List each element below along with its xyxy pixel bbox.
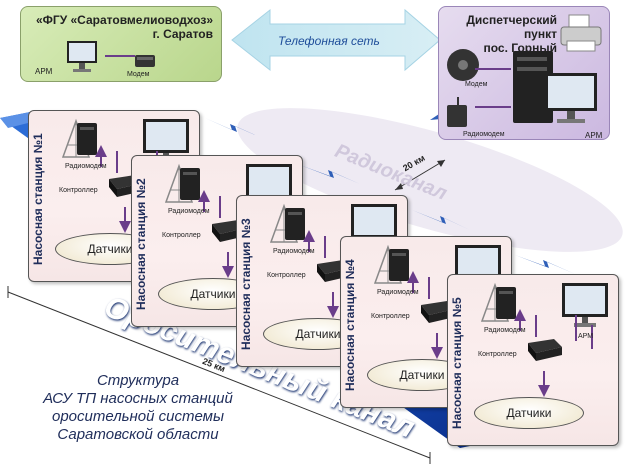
controller-label: Контроллер xyxy=(267,272,306,279)
diagram-caption: Структура АСУ ТП насосных станций оросит… xyxy=(18,372,258,444)
station-label: Насосная станция №3 xyxy=(239,218,253,350)
radiomodem-icon xyxy=(447,97,467,127)
radiomodem-label: Радиомодем xyxy=(484,327,526,334)
caption-line3: оросительной системы xyxy=(52,408,224,425)
radiomodem-label: Радиомодем xyxy=(65,163,107,170)
caption-line4: Саратовской области xyxy=(57,426,219,443)
radio-channel-area xyxy=(237,108,623,252)
saratov-office-box: «ФГУ «Саратовмелиоводхоз» г. Саратов АРМ… xyxy=(20,6,222,82)
station-label: Насосная станция №1 xyxy=(31,133,45,265)
caption-line2: АСУ ТП насосных станций xyxy=(43,390,233,407)
radiomodem-icon xyxy=(77,123,97,155)
arm-label: АРМ xyxy=(578,333,594,340)
connection-line xyxy=(105,55,135,57)
sensors-ellipse: Датчики xyxy=(474,397,584,429)
pump-station-card: Насосная станция №4РадиомодемКонтроллерА… xyxy=(340,236,512,408)
monitor-icon xyxy=(455,245,501,289)
radiomodem-icon xyxy=(180,168,200,200)
caption-line1: Структура xyxy=(96,372,180,389)
radiomodem-label: Радиомодем xyxy=(377,289,419,296)
radiomodem-icon xyxy=(496,287,516,319)
modem-icon xyxy=(135,55,155,67)
dispatch-radiomodem-label: Радиомодем xyxy=(463,131,505,138)
saratov-title-line2: г. Саратов xyxy=(152,27,213,41)
modem-icon xyxy=(447,49,479,81)
server-icon xyxy=(513,51,553,123)
monitor-icon xyxy=(562,283,608,327)
connection-arrows xyxy=(514,309,593,397)
radiomodem-label: Радиомодем xyxy=(168,208,210,215)
arm-label: АРМ xyxy=(35,67,53,76)
controller-icon xyxy=(528,339,562,361)
dispatch-arm-label: АРМ xyxy=(585,131,603,140)
monitor-icon xyxy=(67,41,97,72)
station-label: Насосная станция №2 xyxy=(134,178,148,310)
dispatch-modem-label: Модем xyxy=(465,81,488,88)
telephone-network-label: Телефонная сеть xyxy=(278,34,380,48)
radiomodem-label: Радиомодем xyxy=(273,248,315,255)
monitor-icon xyxy=(143,119,189,163)
monitor-icon xyxy=(545,73,597,123)
saratov-title-line1: «ФГУ «Саратовмелиоводхоз» xyxy=(35,13,213,27)
modem-label: Модем xyxy=(127,71,150,78)
pump-station-card: Насосная станция №2РадиомодемКонтроллерА… xyxy=(131,155,303,327)
saratov-office-title: «ФГУ «Саратовмелиоводхоз» г. Саратов xyxy=(36,13,213,41)
controller-label: Контроллер xyxy=(478,351,517,358)
station-label: Насосная станция №4 xyxy=(343,259,357,391)
printer-icon xyxy=(560,14,602,52)
radiomodem-icon xyxy=(389,249,409,281)
dispatch-center-box: Диспетчерский пункт пос. Горный Модем Ра… xyxy=(438,6,610,140)
connection-lines xyxy=(475,68,511,108)
controller-label: Контроллер xyxy=(162,232,201,239)
controller-label: Контроллер xyxy=(59,187,98,194)
station-label: Насосная станция №5 xyxy=(450,297,464,429)
radiomodem-icon xyxy=(285,208,305,240)
dispatch-title-line1: Диспетчерский пункт xyxy=(466,13,557,41)
controller-label: Контроллер xyxy=(371,313,410,320)
